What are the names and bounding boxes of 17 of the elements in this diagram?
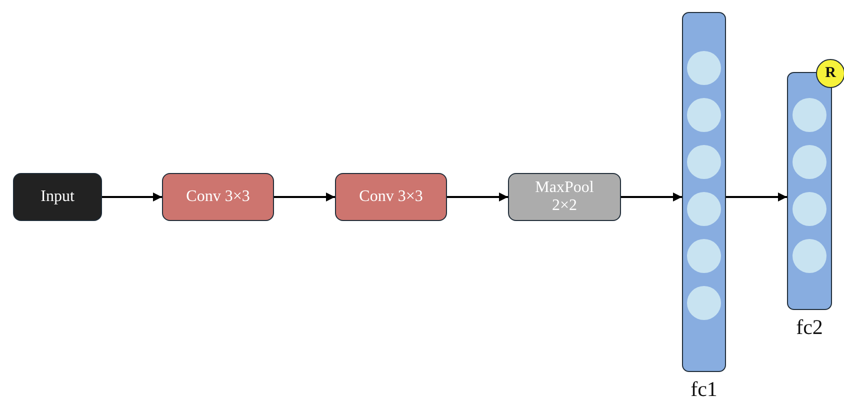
- box-label: Conv 3×3: [358, 188, 424, 206]
- arrow: [274, 192, 335, 202]
- box-label: MaxPool 2×2: [534, 178, 595, 216]
- box-label: Conv 3×3: [185, 188, 251, 206]
- badge-letter: R: [825, 65, 836, 82]
- arrow: [102, 192, 162, 202]
- badge-circle: [816, 59, 844, 88]
- arrow: [621, 192, 682, 202]
- conv-layer-box: [162, 173, 274, 221]
- input-box: [13, 173, 102, 221]
- conv-layer-box: [335, 173, 447, 221]
- layer-label: fc2: [795, 315, 824, 340]
- arrow: [726, 192, 787, 202]
- arrow: [447, 192, 508, 202]
- layer-label: fc1: [690, 377, 718, 402]
- pooling-layer-box: [508, 173, 621, 221]
- box-label: Input: [40, 188, 76, 206]
